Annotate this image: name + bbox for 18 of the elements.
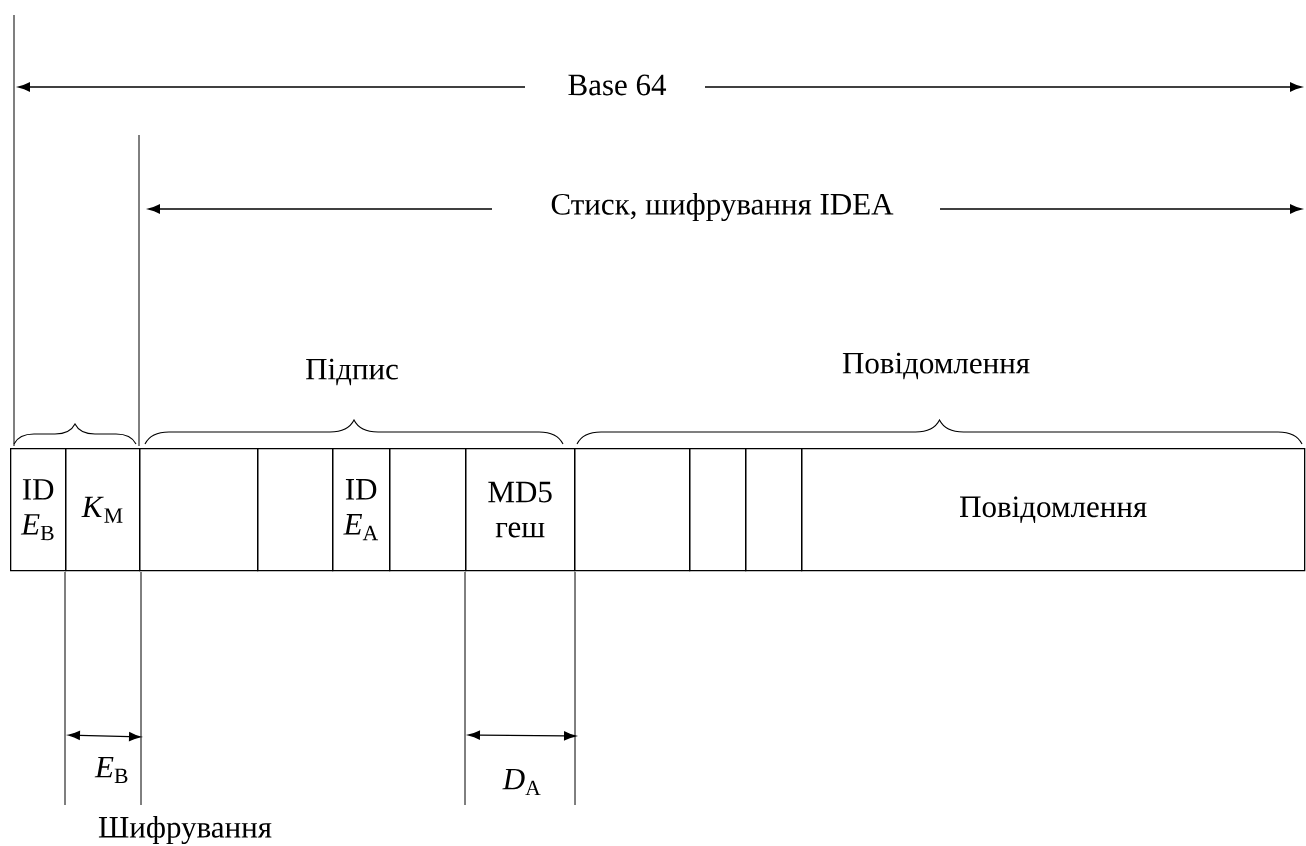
brace-label: Повідомлення — [842, 352, 1030, 380]
field-cell: ID E$_{A}$ — [332, 448, 391, 572]
label-text: Шифрування — [98, 815, 272, 845]
label-text: Стиск, шифрування IDEA — [551, 192, 894, 222]
empty-cell — [574, 448, 691, 572]
brace-label: Підпис — [306, 358, 398, 386]
empty-cell — [257, 448, 334, 572]
field-cell: Повідомлення — [801, 448, 1306, 572]
empty-cell — [689, 448, 747, 572]
field-cell: MD5 геш — [465, 448, 576, 572]
empty-cell — [139, 448, 259, 572]
empty-cell — [745, 448, 803, 572]
dimension-label: E$_{B}$ — [94, 757, 128, 783]
field-cell: K$_{M}$ — [65, 448, 141, 572]
label-text: Base 64 — [568, 74, 667, 96]
empty-cell — [389, 448, 467, 572]
field-cell: ID E$_{B}$ — [10, 448, 67, 572]
dimension-label: D$_{A}$ — [502, 768, 541, 796]
